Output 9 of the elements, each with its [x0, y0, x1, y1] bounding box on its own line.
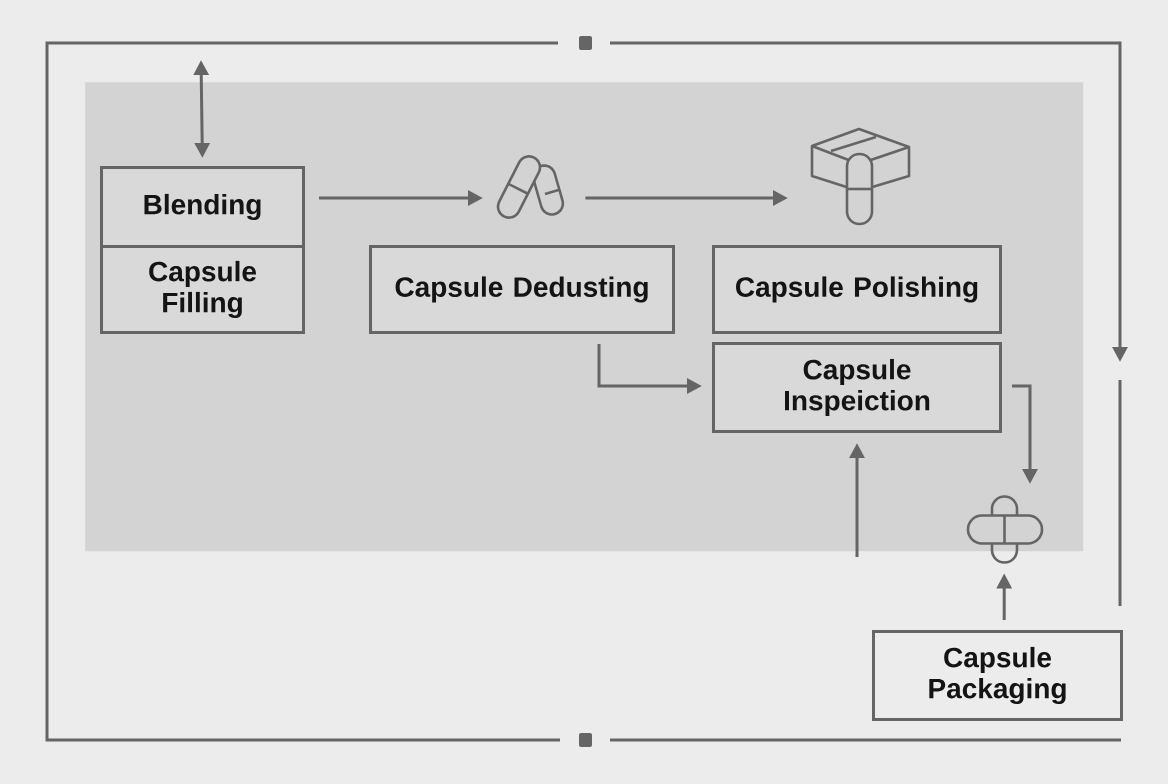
process-box: Capsule Filling	[100, 245, 305, 334]
capsules-icon	[496, 155, 565, 219]
box-capsule-icon	[810, 127, 911, 226]
process-box: Capsule Dedusting	[369, 245, 675, 334]
process-box: Capsule Packaging	[872, 630, 1123, 721]
process-box: Capsule Inspeiction	[712, 342, 1002, 433]
crossed-capsules-icon	[966, 495, 1044, 564]
process-box: Capsule Polishing	[712, 245, 1002, 334]
process-box: Blending	[100, 166, 305, 248]
